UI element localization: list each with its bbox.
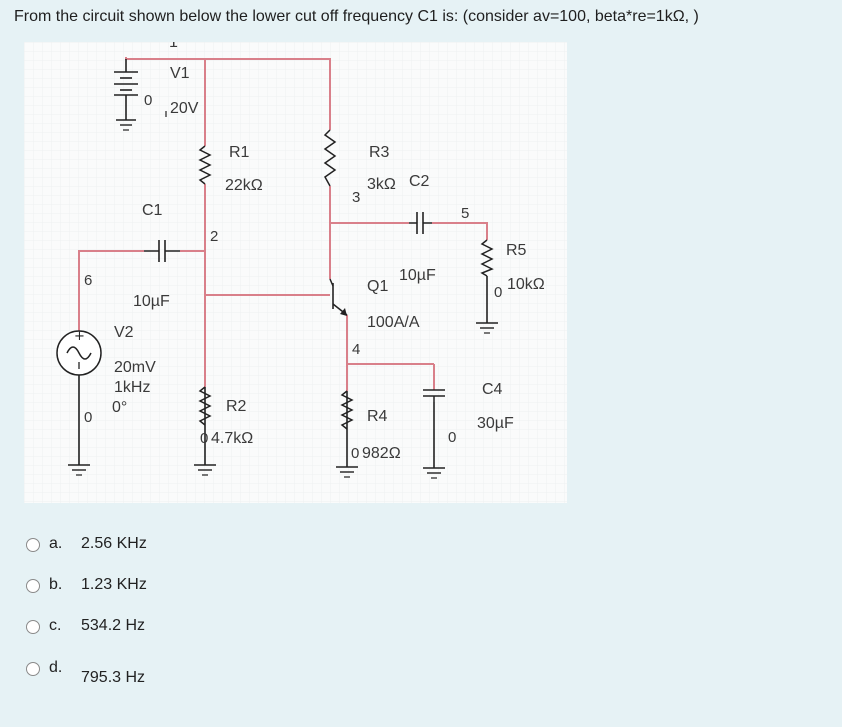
question-text: From the circuit shown below the lower c… [14,8,699,25]
r3-resistor-symbol [323,129,337,187]
node-3-label: 3 [352,189,360,206]
option-letter: d. [49,659,63,676]
c4-name: C4 [482,381,503,398]
c1-name: C1 [142,202,163,219]
v1-name: V1 [170,65,190,82]
grid-background [24,42,567,503]
ground-r4 [336,466,358,478]
v1-node-label: 0 [144,92,152,109]
node-4-label: 4 [352,341,360,358]
r2-name: R2 [226,398,247,415]
node-2-label: 2 [210,228,218,245]
r4-node-label: 0 [351,445,359,462]
v2-node-label: 0 [84,409,92,426]
c2-name: C2 [409,173,430,190]
radio-button-icon[interactable] [26,579,40,593]
ground-v2 [68,464,90,476]
svg-text:+: + [74,329,85,344]
c2-capacitor-symbol [409,212,432,234]
radio-button-icon[interactable] [26,662,40,676]
v1-battery-symbol [114,71,167,131]
c4-value: 30µF [477,415,514,432]
circuit-schematic: + 1 [24,42,567,503]
radio-button-icon[interactable] [26,620,40,634]
node-6-label: 6 [84,272,92,289]
v2-name: V2 [114,324,134,341]
r4-value: 982Ω [362,445,401,462]
c1-capacitor-symbol [144,240,180,262]
r3-value: 3kΩ [367,176,396,193]
v2-phase: 0° [112,399,127,416]
c2-value: 10µF [399,267,436,284]
c4-node-label: 0 [448,429,456,446]
r5-resistor-symbol [480,239,494,277]
option-letter: b. [49,576,63,593]
v2-ac-source-symbol: + [56,329,102,376]
r2-node-label: 0 [200,430,208,447]
option-text: 534.2 Hz [81,617,146,634]
q1-name: Q1 [367,278,388,295]
ground-r5 [476,322,498,334]
v1-value: 20V [170,100,199,117]
ground-r2 [194,464,216,476]
wires [78,57,488,391]
r4-name: R4 [367,408,388,425]
q1-transistor-symbol [329,278,348,316]
top-node-label: 1 [169,42,178,51]
option-letter: c. [49,617,62,634]
r1-resistor-symbol [198,145,212,185]
v2-frequency: 1kHz [114,379,150,396]
option-text: 2.56 KHz [81,535,147,552]
r2-value: 4.7kΩ [211,430,253,447]
radio-button-icon[interactable] [26,538,40,552]
node-5-label: 5 [461,205,469,222]
r2-resistor-symbol [198,386,212,426]
option-letter: a. [49,535,63,552]
r1-name: R1 [229,144,250,161]
r3-name: R3 [369,144,390,161]
circuit-diagram: + 1 [24,42,567,503]
r5-name: R5 [506,242,527,259]
option-text: 1.23 KHz [81,576,147,593]
c4-capacitor-symbol [423,389,445,402]
r1-value: 22kΩ [225,177,263,194]
option-text: 795.3 Hz [81,669,146,686]
r5-value: 10kΩ [507,276,545,293]
r5-node-label: 0 [494,284,502,301]
q1-value: 100A/A [367,314,420,331]
ground-c4 [423,467,445,479]
c1-value: 10µF [133,293,170,310]
r4-resistor-symbol [340,390,354,430]
v2-amplitude: 20mV [114,359,156,376]
